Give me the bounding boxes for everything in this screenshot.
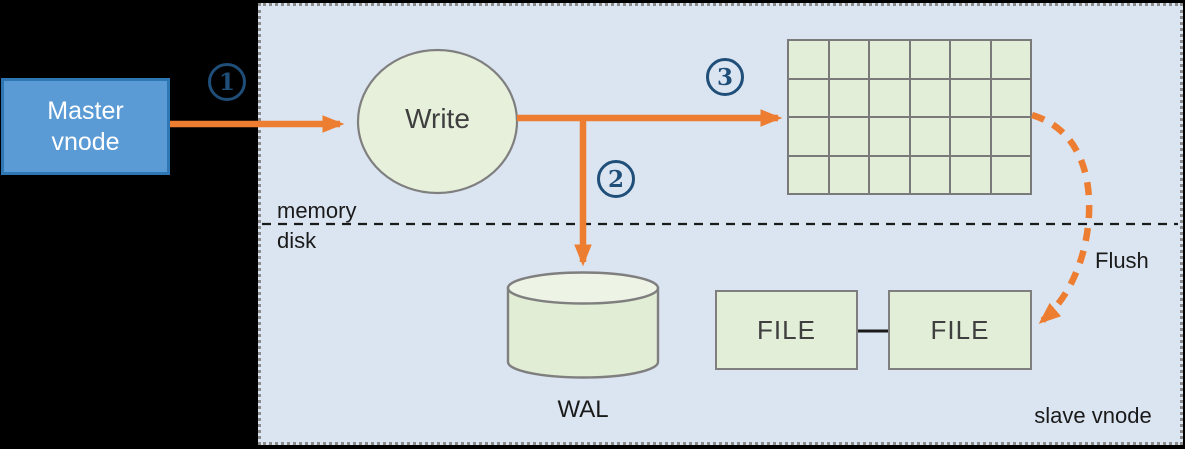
- step-circle-1: 1: [208, 63, 246, 101]
- memory-table-cell: [829, 156, 868, 193]
- file-box-2: FILE: [888, 290, 1032, 370]
- memory-table-cell: [870, 79, 909, 116]
- step-1-number: 1: [218, 68, 235, 96]
- file-box-1-label: FILE: [757, 314, 816, 345]
- memory-table-cell: [789, 79, 828, 116]
- memory-table-cell: [789, 118, 828, 155]
- file-box-2-label: FILE: [930, 314, 990, 345]
- master-vnode-box: Master vnode: [1, 78, 170, 175]
- memory-table-cell: [951, 41, 990, 78]
- memory-table-cell: [951, 118, 990, 155]
- memory-table-cell: [829, 118, 868, 155]
- file-box-1: FILE: [715, 290, 858, 370]
- memory-table-cell: [951, 79, 990, 116]
- memory-table-cell: [910, 79, 949, 116]
- memory-table-cell: [991, 79, 1030, 116]
- memory-table-cell: [951, 156, 990, 193]
- memory-table-cell: [789, 156, 828, 193]
- memory-layer-label: memory: [277, 198, 357, 223]
- memory-table-cell: [870, 118, 909, 155]
- step-2-number: 2: [607, 165, 624, 193]
- memory-table-cell: [829, 41, 868, 78]
- step-circle-2: 2: [597, 160, 635, 198]
- flush-label: Flush: [1095, 248, 1149, 273]
- memory-table-cell: [789, 41, 828, 78]
- master-vnode-label-line1: Master: [47, 97, 124, 125]
- memory-table-cell: [829, 79, 868, 116]
- step-circle-3: 3: [706, 58, 744, 96]
- disk-layer-label: disk: [277, 228, 317, 253]
- wal-label: WAL: [557, 396, 609, 423]
- write-node-label: Write: [405, 103, 470, 134]
- memory-table-cell: [910, 41, 949, 78]
- memory-table-cell: [910, 156, 949, 193]
- memory-table-cell: [910, 118, 949, 155]
- memory-table-cell: [870, 41, 909, 78]
- slave-vnode-label: slave vnode: [1034, 403, 1152, 428]
- memory-table-cell: [991, 118, 1030, 155]
- memory-table-cell: [991, 41, 1030, 78]
- memory-table-cell: [870, 156, 909, 193]
- master-vnode-label-line2: vnode: [51, 127, 120, 156]
- memory-table-cell: [991, 156, 1030, 193]
- step-3-number: 3: [716, 63, 733, 91]
- memory-table: [787, 39, 1032, 195]
